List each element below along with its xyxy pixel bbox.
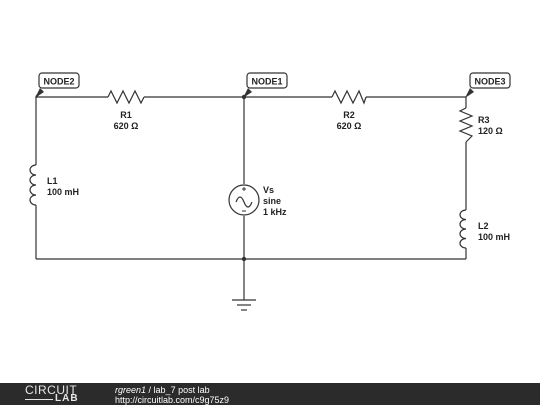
r1-value: 620 Ω (114, 121, 139, 131)
node-flag-node3[interactable]: NODE3 (465, 72, 511, 98)
sine-wave-icon (235, 196, 253, 208)
resistor-r1[interactable] (107, 89, 145, 105)
logo-bottom-text: LAB (55, 393, 79, 404)
wires (35, 96, 467, 300)
l2-name: L2 (478, 221, 489, 231)
node-flag-node1[interactable]: NODE1 (243, 72, 288, 98)
source-circle (228, 184, 260, 216)
vs-name: Vs (263, 185, 274, 195)
ground-icon (232, 299, 256, 311)
author-name[interactable]: rgreen1 (115, 385, 147, 395)
logo-line (25, 399, 53, 400)
l2-value: 100 mH (478, 232, 510, 242)
footer-bar: CIRCUIT LAB rgreen1 / lab_7 post lab htt… (0, 383, 540, 405)
circuit-title-line: rgreen1 / lab_7 post lab (115, 385, 210, 395)
r2-name: R2 (343, 110, 355, 120)
inductor-l1[interactable] (29, 164, 37, 206)
r1-name: R1 (120, 110, 132, 120)
resistor-r2[interactable] (331, 89, 367, 105)
r3-value: 120 Ω (478, 126, 503, 136)
circuit-schematic: NODE2 NODE1 NODE3 R1 620 Ω R2 620 Ω R3 1… (29, 72, 511, 311)
circuit-url[interactable]: http://circuitlab.com/c9g75z9 (115, 395, 230, 405)
inductor-l2[interactable] (459, 209, 467, 249)
resistor-r3[interactable] (458, 107, 474, 143)
voltage-source-vs[interactable] (228, 184, 260, 216)
r3-name: R3 (478, 115, 490, 125)
vs-value: 1 kHz (263, 207, 287, 217)
vs-type: sine (263, 196, 281, 206)
junction-ground (241, 256, 247, 262)
r2-value: 620 Ω (337, 121, 362, 131)
node-label-node3: NODE3 (474, 77, 505, 87)
circuit-title: lab_7 post lab (153, 385, 210, 395)
l1-name: L1 (47, 176, 58, 186)
node-flag-node2[interactable]: NODE2 (35, 72, 80, 98)
logo-top-text: CIRCUIT (25, 383, 78, 397)
node-label-node1: NODE1 (251, 77, 282, 87)
circuitlab-logo[interactable]: CIRCUIT LAB (25, 383, 95, 405)
l1-value: 100 mH (47, 187, 79, 197)
title-separator: / (146, 385, 154, 395)
node-label-node2: NODE2 (43, 77, 74, 87)
